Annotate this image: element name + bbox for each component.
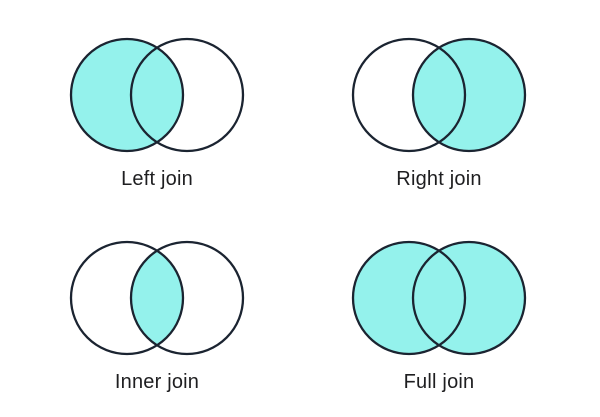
join-label: Inner join — [114, 371, 200, 394]
venn-diagram — [351, 37, 527, 152]
join-label: Right join — [396, 167, 482, 190]
venn-inner-join: Inner join — [16, 214, 298, 417]
intersection-region-fill — [413, 38, 465, 151]
intersection-region-fill — [131, 38, 183, 151]
venn-full-join: Full join — [298, 214, 580, 417]
intersection-region-fill — [413, 242, 465, 355]
join-label: Left join — [121, 167, 193, 190]
left-circle-outline — [69, 241, 185, 356]
venn-right-join: Right join — [298, 10, 580, 214]
venn-diagram — [69, 37, 245, 152]
right-circle-outline — [411, 37, 527, 152]
venn-diagram — [69, 241, 245, 356]
left-circle-outline — [69, 37, 185, 152]
left-circle-outline — [351, 241, 467, 356]
venn-left-join: Left join — [16, 10, 298, 214]
venn-diagram — [351, 241, 527, 356]
right-circle-outline — [129, 241, 245, 356]
right-circle-outline — [129, 37, 245, 152]
intersection-region-fill — [131, 242, 183, 355]
right-circle-outline — [411, 241, 527, 356]
join-label: Full join — [403, 371, 475, 394]
left-circle-outline — [351, 37, 467, 152]
